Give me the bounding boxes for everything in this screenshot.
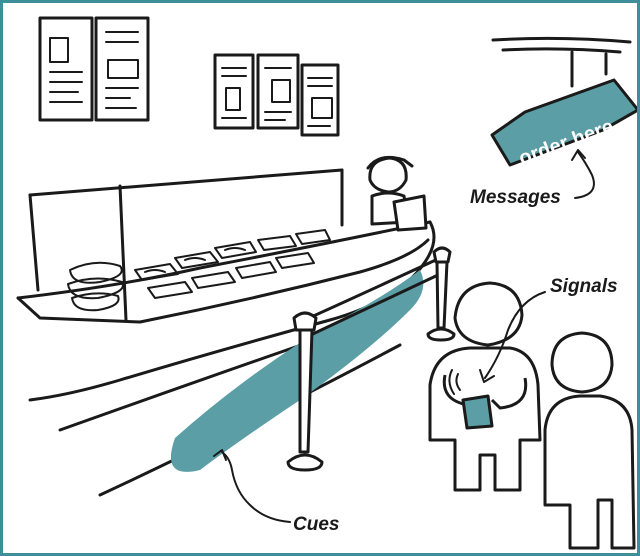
label-messages: Messages xyxy=(470,187,561,208)
food-trays xyxy=(68,230,330,310)
customer-waiting xyxy=(545,333,634,548)
label-signals: Signals xyxy=(550,276,618,297)
cashier xyxy=(368,157,426,230)
menu-board-left xyxy=(40,18,148,120)
scene-drawing: order here Messages xyxy=(3,3,637,553)
order-here-sign: order here xyxy=(492,38,637,170)
label-cues: Cues xyxy=(293,514,339,535)
customer-with-phone xyxy=(430,283,540,490)
menu-board-middle xyxy=(215,55,338,135)
